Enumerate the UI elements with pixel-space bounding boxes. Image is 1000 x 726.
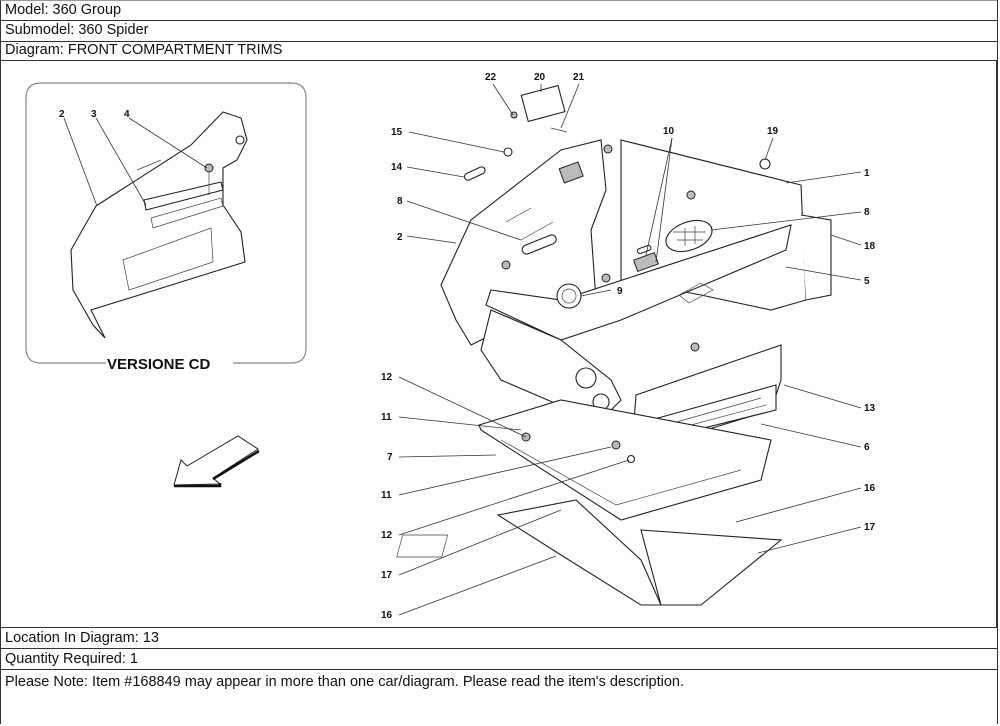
- callout-9[interactable]: 9: [617, 286, 623, 297]
- main-assembly: [396, 84, 832, 606]
- callout-10[interactable]: 10: [663, 126, 675, 137]
- callout-leaders: [398, 83, 862, 616]
- callout-11-upper[interactable]: 11: [381, 412, 392, 423]
- callout-1[interactable]: 1: [864, 168, 870, 179]
- callout-6[interactable]: 6: [864, 442, 870, 453]
- callout-labels: 22 20 21 15 14 8 2 10 19 1 8 18 5 9 12 1…: [381, 72, 876, 621]
- direction-arrow-icon: [173, 435, 260, 488]
- callout-8-right[interactable]: 8: [864, 207, 870, 218]
- callout-7[interactable]: 7: [387, 452, 393, 463]
- callout-2[interactable]: 2: [397, 232, 403, 243]
- inset-callout-2: 2: [59, 109, 65, 120]
- quantity-required-row: Quantity Required: 1: [0, 649, 997, 670]
- callout-21[interactable]: 21: [573, 72, 585, 83]
- submodel-row: Submodel: 360 Spider: [0, 21, 997, 42]
- diagram-title-row: Diagram: FRONT COMPARTMENT TRIMS: [0, 42, 997, 61]
- callout-19[interactable]: 19: [767, 126, 779, 137]
- inset-callout-4: 4: [124, 109, 130, 120]
- inset-versione-cd: VERSIONE CD 2 3 4: [25, 82, 307, 373]
- callout-11-lower[interactable]: 11: [381, 490, 392, 501]
- callout-22[interactable]: 22: [485, 72, 497, 83]
- callout-8-left[interactable]: 8: [397, 196, 403, 207]
- callout-15[interactable]: 15: [391, 127, 403, 138]
- callout-17-left[interactable]: 17: [381, 570, 393, 581]
- callout-17-right[interactable]: 17: [864, 522, 876, 533]
- callout-16-right[interactable]: 16: [864, 483, 876, 494]
- callout-18[interactable]: 18: [864, 241, 876, 252]
- location-in-diagram-row: Location In Diagram: 13: [0, 627, 997, 649]
- callout-12-lower[interactable]: 12: [381, 530, 393, 541]
- inset-caption: VERSIONE CD: [107, 356, 211, 373]
- callout-13[interactable]: 13: [864, 403, 876, 414]
- inset-callout-3: 3: [91, 109, 97, 120]
- model-row: Model: 360 Group: [0, 0, 997, 21]
- callout-12-upper[interactable]: 12: [381, 372, 393, 383]
- callout-5[interactable]: 5: [864, 276, 870, 287]
- item-note-row: Please Note: Item #168849 may appear in …: [0, 670, 997, 724]
- parts-diagram: VERSIONE CD 2 3 4: [0, 61, 997, 627]
- callout-16-left[interactable]: 16: [381, 610, 393, 621]
- callout-14[interactable]: 14: [391, 162, 403, 173]
- callout-20[interactable]: 20: [534, 72, 546, 83]
- exploded-view-diagram: VERSIONE CD 2 3 4: [25, 72, 876, 621]
